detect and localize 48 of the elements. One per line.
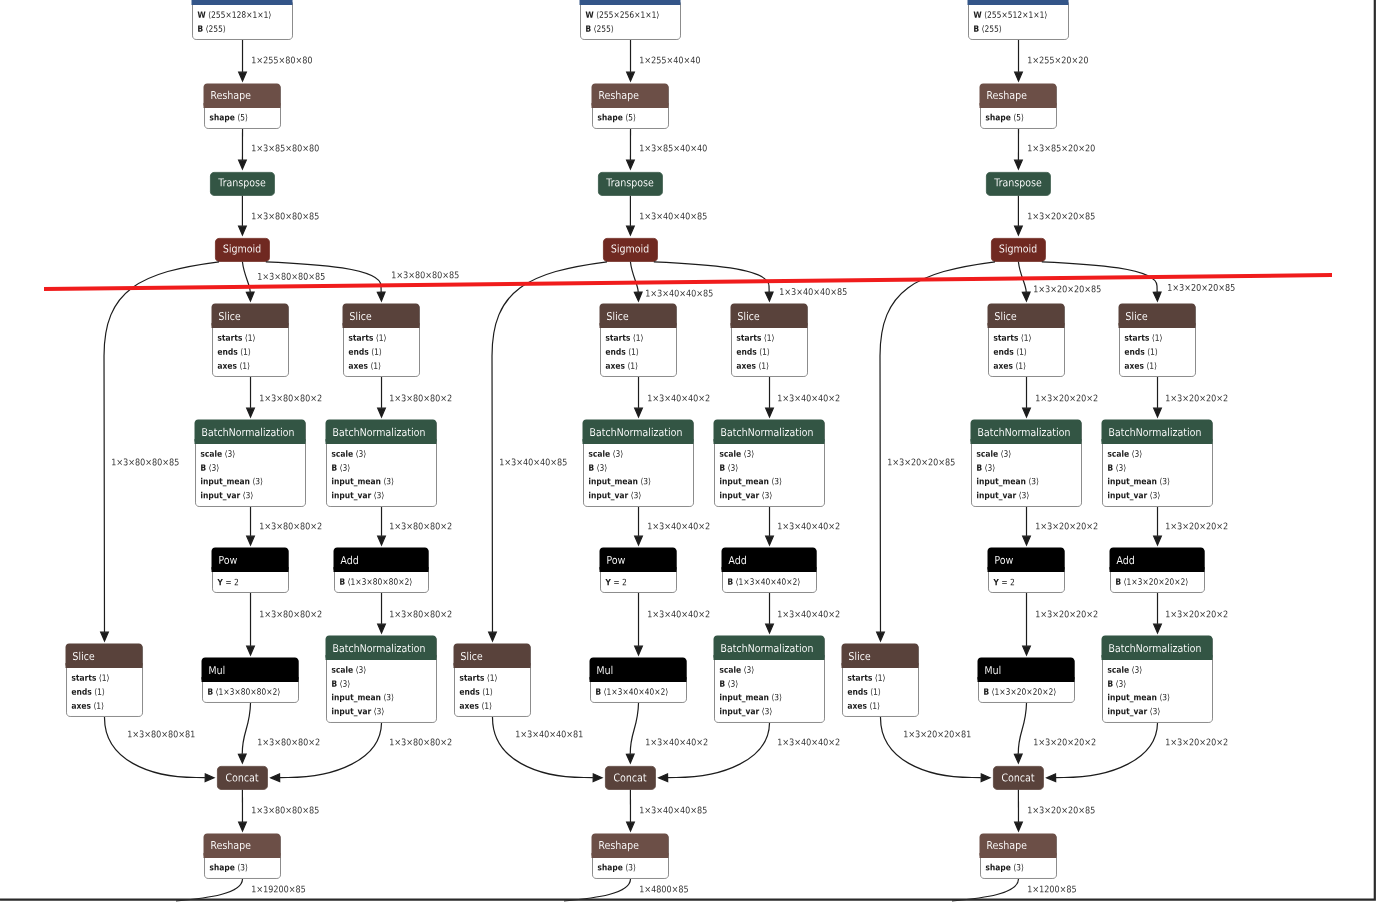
operator-node xyxy=(599,547,677,593)
operator-node xyxy=(201,657,299,703)
operator-node xyxy=(713,419,825,507)
operator-node xyxy=(841,643,919,717)
operator-node xyxy=(993,766,1044,790)
operator-node xyxy=(605,766,656,790)
operator-node xyxy=(215,238,270,262)
operator-node xyxy=(325,635,437,723)
operator-node xyxy=(991,238,1046,262)
operator-node xyxy=(65,643,143,717)
operator-node xyxy=(591,83,669,129)
operator-node xyxy=(970,419,1082,507)
operator-node xyxy=(1101,635,1213,723)
operator-node xyxy=(967,0,1069,40)
operator-node xyxy=(333,547,429,593)
operator-node xyxy=(582,419,694,507)
operator-node xyxy=(986,172,1051,196)
operator-node xyxy=(217,766,268,790)
operator-node xyxy=(211,303,289,377)
operator-node xyxy=(191,0,293,40)
operator-node xyxy=(979,83,1057,129)
operator-node xyxy=(979,833,1057,879)
operator-node xyxy=(342,303,420,377)
operator-node xyxy=(713,635,825,723)
operator-node xyxy=(453,643,531,717)
operator-node xyxy=(1109,547,1205,593)
operator-node xyxy=(325,419,437,507)
operator-node xyxy=(591,833,669,879)
operator-node xyxy=(603,238,658,262)
operator-node xyxy=(977,657,1075,703)
operator-node xyxy=(589,657,687,703)
operator-node xyxy=(211,547,289,593)
operator-node xyxy=(210,172,275,196)
connector-line xyxy=(951,878,1020,902)
operator-node xyxy=(730,303,808,377)
operator-node xyxy=(203,833,281,879)
operator-node xyxy=(579,0,681,40)
operator-node xyxy=(721,547,817,593)
operator-node xyxy=(987,303,1065,377)
connector-line xyxy=(563,878,632,902)
operator-node xyxy=(1101,419,1213,507)
operator-node xyxy=(598,172,663,196)
operator-node xyxy=(203,83,281,129)
operator-node xyxy=(194,419,306,507)
operator-node xyxy=(1118,303,1196,377)
operator-node xyxy=(599,303,677,377)
connector-line xyxy=(175,878,244,902)
operator-node xyxy=(987,547,1065,593)
